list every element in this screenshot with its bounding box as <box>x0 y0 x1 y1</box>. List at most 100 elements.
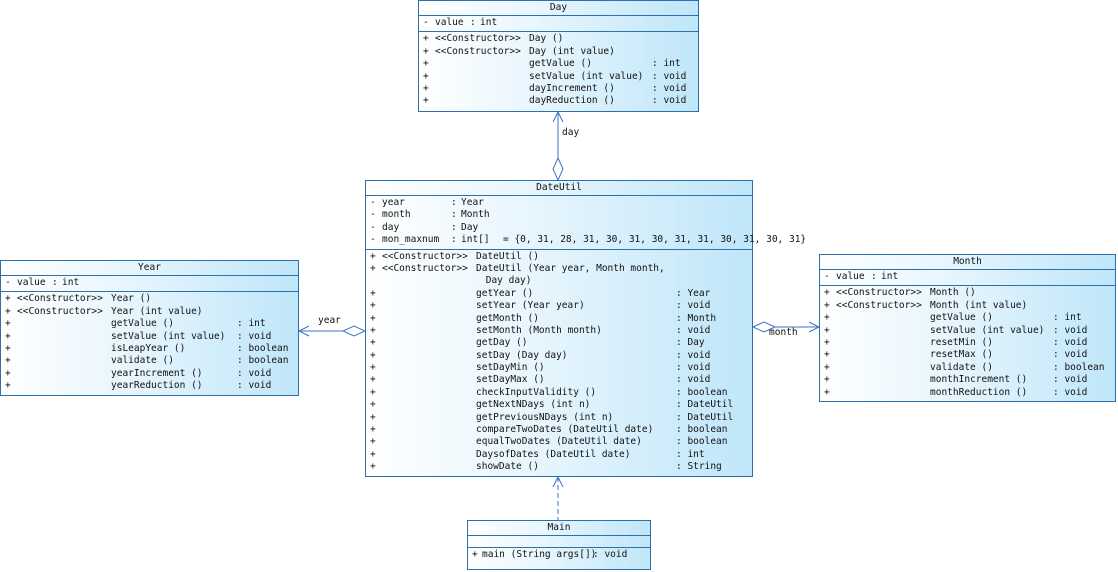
day-arrowhead <box>552 110 564 123</box>
attribute-name: mon_maxnum <box>382 234 440 246</box>
visibility-marker: + <box>423 58 429 70</box>
year-operations-section: +<<Constructor>>Year ()+<<Constructor>>Y… <box>1 292 298 394</box>
attribute-row[interactable]: -day:Day <box>366 222 752 234</box>
operation-row[interactable]: +getMonth (): Month <box>366 313 752 325</box>
operation-row[interactable]: +resetMin (): void <box>820 337 1115 349</box>
constructor-stereotype: <<Constructor>> <box>435 45 521 57</box>
visibility-marker: + <box>370 461 376 473</box>
operation-signature: equalTwoDates (DateUtil date) <box>476 436 642 448</box>
class-month[interactable]: Month-value:int+<<Constructor>>Month ()+… <box>819 254 1116 402</box>
operation-row[interactable]: +<<Constructor>>DateUtil (Year year, Mon… <box>366 263 752 275</box>
class-year[interactable]: Year-value:int+<<Constructor>>Year ()+<<… <box>0 260 299 396</box>
operation-return-type: : void <box>652 70 687 82</box>
attribute-type: Month <box>461 209 490 221</box>
attribute-row[interactable]: -month:Month <box>366 209 752 221</box>
attribute-type: int <box>480 17 498 28</box>
operation-continuation: Day day) <box>366 275 752 287</box>
operation-signature: checkInputValidity () <box>476 386 597 398</box>
operation-row[interactable]: +monthReduction (): void <box>820 387 1115 399</box>
operation-row[interactable]: +<<Constructor>>Year () <box>1 293 298 305</box>
operation-row[interactable]: +equalTwoDates (DateUtil date): boolean <box>366 436 752 448</box>
operation-return-type: : boolean <box>676 436 728 448</box>
operation-row[interactable]: +<<Constructor>>Year (int value) <box>1 306 298 318</box>
operation-signature: DaysofDates (DateUtil date) <box>476 448 631 460</box>
constructor-stereotype: <<Constructor>> <box>435 33 521 45</box>
operation-row[interactable]: +<<Constructor>>Day () <box>419 33 698 45</box>
operation-signature: validate () <box>111 355 174 367</box>
operation-return-type: : void <box>593 549 628 560</box>
class-main[interactable]: Main +main (String args[]): void <box>467 520 651 570</box>
day-operations-section: +<<Constructor>>Day ()+<<Constructor>>Da… <box>419 32 698 109</box>
attribute-row[interactable]: -value:int <box>419 17 698 29</box>
operation-row[interactable]: +resetMax (): void <box>820 349 1115 361</box>
operation-row[interactable]: +getValue (): int <box>1 318 298 330</box>
operation-row[interactable]: +isLeapYear (): boolean <box>1 343 298 355</box>
operation-row[interactable]: +setDayMin (): void <box>366 362 752 374</box>
operation-signature: getMonth () <box>476 312 539 324</box>
operation-row[interactable]: +validate (): boolean <box>1 355 298 367</box>
operation-row[interactable]: +<<Constructor>>Month (int value) <box>820 300 1115 312</box>
operation-row[interactable]: +dayReduction (): void <box>419 95 698 107</box>
operation-row[interactable]: +getDay (): Day <box>366 337 752 349</box>
operation-row[interactable]: +getNextNDays (int n): DateUtil <box>366 399 752 411</box>
operation-row[interactable]: +getYear (): Year <box>366 288 752 300</box>
operation-row[interactable]: +setValue (int value): void <box>820 325 1115 337</box>
attribute-name: value <box>17 277 46 288</box>
operation-row[interactable]: +setValue (int value): void <box>1 331 298 343</box>
attribute-type: Year <box>461 197 484 208</box>
visibility-marker: + <box>370 262 376 274</box>
visibility-marker: + <box>370 399 376 411</box>
operation-signature: compareTwoDates (DateUtil date) <box>476 424 654 436</box>
operation-row[interactable]: +DaysofDates (DateUtil date): int <box>366 449 752 461</box>
operation-row[interactable]: +setDayMax (): void <box>366 374 752 386</box>
attribute-row[interactable]: -mon_maxnum:int[]= {0, 31, 28, 31, 30, 3… <box>366 234 806 246</box>
operation-row[interactable]: +<<Constructor>>Month () <box>820 287 1115 299</box>
class-dateutil[interactable]: DateUtil-year:Year-month:Month-day:Day-m… <box>365 180 806 477</box>
operation-signature: yearIncrement () <box>111 367 203 379</box>
visibility-marker: + <box>824 349 830 361</box>
operation-signature: dayIncrement () <box>529 82 615 94</box>
operation-row[interactable]: +getPreviousNDays (int n): DateUtil <box>366 412 752 424</box>
operation-row[interactable]: +compareTwoDates (DateUtil date): boolea… <box>366 424 752 436</box>
month-role-label: month <box>769 327 798 338</box>
operation-return-type: : boolean <box>237 342 289 354</box>
visibility-marker: - <box>370 221 376 233</box>
operation-signature: getValue () <box>930 312 993 324</box>
operation-return-type: : Month <box>676 312 717 324</box>
operation-row[interactable]: +monthIncrement (): void <box>820 374 1115 386</box>
attribute-row[interactable]: -value:int <box>1 277 298 289</box>
attribute-name: month <box>382 209 411 221</box>
visibility-marker: + <box>472 549 478 560</box>
operation-row[interactable]: +setDay (Day day): void <box>366 350 752 362</box>
operation-row[interactable]: +setYear (Year year): void <box>366 300 752 312</box>
operation-return-type: : Year <box>676 287 711 299</box>
operation-row[interactable]: +<<Constructor>>DateUtil () <box>366 251 752 263</box>
operation-row[interactable]: +setMonth (Month month): void <box>366 325 752 337</box>
operation-return-type: : Day <box>676 337 705 349</box>
attribute-initial-value: = {0, 31, 28, 31, 30, 31, 30, 31, 31, 30… <box>503 234 807 246</box>
operation-row[interactable]: +validate (): boolean <box>820 362 1115 374</box>
operation-row[interactable]: +showDate (): String <box>366 461 752 473</box>
attribute-row[interactable]: -year:Year <box>366 197 752 209</box>
attribute-colon: : <box>451 209 457 221</box>
operation-row[interactable]: +main (String args[]): void <box>468 549 650 561</box>
visibility-marker: + <box>370 337 376 349</box>
operation-return-type: : boolean <box>676 386 728 398</box>
operation-row[interactable]: +<<Constructor>>Day (int value) <box>419 46 698 58</box>
operation-row[interactable]: +getValue (): int <box>820 312 1115 324</box>
operation-row[interactable]: +yearReduction (): void <box>1 380 298 392</box>
operation-signature: Month (int value) <box>930 299 1028 311</box>
operation-row[interactable]: +checkInputValidity (): boolean <box>366 387 752 399</box>
operation-row[interactable]: +dayIncrement (): void <box>419 83 698 95</box>
operation-row[interactable]: +yearIncrement (): void <box>1 368 298 380</box>
operation-row[interactable]: +getValue (): int <box>419 58 698 70</box>
day-attributes-section: -value:int <box>419 16 698 33</box>
attribute-row[interactable]: -value:int <box>820 271 1115 283</box>
operation-return-type: : void <box>676 324 711 336</box>
visibility-marker: + <box>824 312 830 324</box>
operation-row[interactable]: +setValue (int value): void <box>419 71 698 83</box>
visibility-marker: + <box>370 250 376 262</box>
operation-signature: dayReduction () <box>529 95 615 107</box>
class-day[interactable]: Day-value:int+<<Constructor>>Day ()+<<Co… <box>418 0 699 112</box>
main-class-name: Main <box>468 521 650 536</box>
